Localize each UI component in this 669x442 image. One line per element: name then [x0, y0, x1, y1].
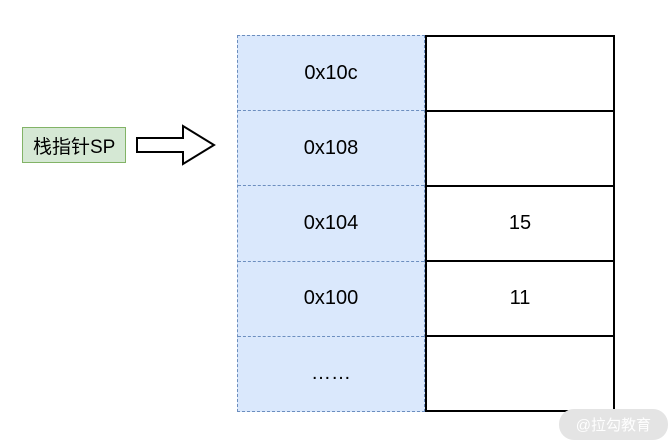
address-cell: ……: [311, 362, 351, 385]
value-cell: [427, 37, 613, 112]
address-cell: 0x108: [238, 111, 424, 187]
arrow-right-icon: [136, 124, 217, 166]
stack-pointer-group: 栈指针SP: [22, 124, 217, 166]
stack-pointer-label: 栈指针SP: [22, 127, 127, 163]
address-cell: 0x100: [238, 262, 424, 337]
memory-table: 0x10c 0x108 0x104 0x100 …… 15 11: [237, 35, 615, 412]
value-column: 15 11: [425, 35, 615, 412]
value-cell: 15: [427, 187, 613, 262]
address-cell: 0x10c: [238, 36, 424, 112]
watermark-badge: @拉勾教育: [558, 409, 668, 440]
value-cell: [427, 337, 613, 410]
address-cell: 0x104: [238, 186, 424, 262]
value-cell: 11: [427, 262, 613, 337]
address-column: 0x10c 0x108 0x104 0x100 ……: [237, 35, 425, 412]
value-cell: [427, 112, 613, 187]
